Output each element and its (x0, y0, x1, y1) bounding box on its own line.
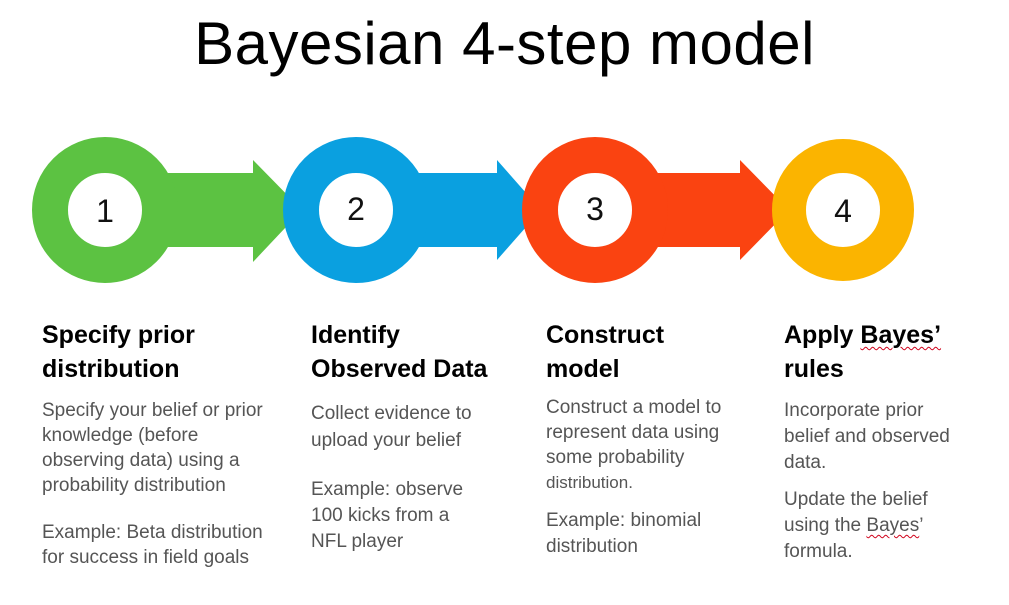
step-3-heading-line: Construct (546, 321, 665, 349)
step-4-update-line: Update the belief (784, 489, 928, 510)
step-4-text-line: data. (784, 452, 827, 473)
step-1-example: Example: Beta distribution for success i… (42, 520, 302, 570)
step-4-text-line: belief and observed (784, 426, 950, 447)
arrow-step-1 (160, 160, 302, 262)
step-1-text-line: probability distribution (42, 475, 226, 496)
step-2-example-line: Example: observe (311, 479, 464, 500)
ring-step-3 (522, 137, 668, 283)
step-2-heading: Identify Observed Data (311, 318, 526, 386)
step-2-example: Example: observe 100 kicks from a NFL pl… (311, 477, 526, 555)
step-1-number: 1 (96, 193, 114, 229)
step-3-example-line: distribution (546, 536, 638, 557)
step-3-text-line: some probability (546, 447, 685, 468)
step-4-heading-spellmark: Bayes’ (860, 321, 942, 349)
step-4-column: Apply Bayes’ rules Incorporate prior bel… (784, 318, 999, 565)
step-3-heading-line: model (546, 355, 620, 383)
step-3-example-line: Example: binomial (546, 510, 702, 531)
step-4-heading-text: Apply (784, 321, 861, 349)
step-2-heading-line: Observed Data (311, 355, 488, 383)
step-4-heading-line: Apply Bayes’ (784, 318, 999, 352)
step-4-update-text: using the (784, 515, 867, 536)
step-4-update-spellmark: Bayes (866, 515, 920, 536)
step-3-text-line: Construct a model to (546, 397, 722, 418)
ring-step-2 (283, 137, 429, 283)
step-1-heading: Specify prior distribution (42, 318, 302, 386)
step-3-example: Example: binomial distribution (546, 508, 766, 560)
step-3-heading: Construct model (546, 318, 766, 386)
step-1-example-line: for success in field goals (42, 547, 249, 568)
step-2-example-line: 100 kicks from a (311, 505, 450, 526)
step-1-text-line: Specify your belief or prior (42, 400, 263, 421)
step-flow-diagram: 1 2 3 4 (32, 137, 914, 283)
step-1-heading-line: distribution (42, 355, 180, 383)
step-1-text-line: knowledge (before (42, 425, 199, 446)
step-3-column: Construct model Construct a model to rep… (546, 318, 766, 560)
step-1-heading-line: Specify prior (42, 321, 195, 349)
step-1-column: Specify prior distribution Specify your … (42, 318, 302, 570)
step-2-example-line: NFL player (311, 531, 404, 552)
step-2-text-line: Collect evidence to (311, 403, 472, 424)
step-4-update-text: ’ (919, 515, 924, 536)
arrow-step-2 (410, 160, 541, 260)
step-3-number: 3 (586, 191, 604, 227)
ring-step-1 (32, 137, 178, 283)
step-4-number: 4 (834, 193, 852, 229)
step-2-column: Identify Observed Data Collect evidence … (311, 318, 526, 555)
step-2-description: Collect evidence to upload your belief (311, 400, 526, 454)
step-4-update-line: using the Bayes’ (784, 515, 923, 536)
step-1-text-line: observing data) using a (42, 450, 240, 471)
step-4-description: Incorporate prior belief and observed da… (784, 398, 999, 476)
step-4-update: Update the belief using the Bayes’ formu… (784, 487, 999, 565)
step-4-update-line: formula. (784, 541, 853, 562)
step-3-text-line: distribution. (546, 473, 633, 492)
step-3-text-line: represent data using (546, 422, 720, 443)
step-4-text-line: Incorporate prior (784, 400, 924, 421)
step-1-example-line: Example: Beta distribution (42, 522, 263, 543)
step-2-text-line: upload your belief (311, 430, 461, 451)
arrow-step-3 (648, 160, 789, 260)
ring-step-4 (772, 139, 914, 281)
step-2-heading-line: Identify (311, 321, 400, 349)
step-2-number: 2 (347, 191, 365, 227)
step-1-description: Specify your belief or prior knowledge (… (42, 398, 302, 498)
step-4-heading-line: rules (784, 355, 844, 383)
step-3-description: Construct a model to represent data usin… (546, 395, 766, 495)
step-4-heading: Apply Bayes’ rules (784, 318, 999, 386)
page-title: Bayesian 4-step model (194, 10, 815, 77)
